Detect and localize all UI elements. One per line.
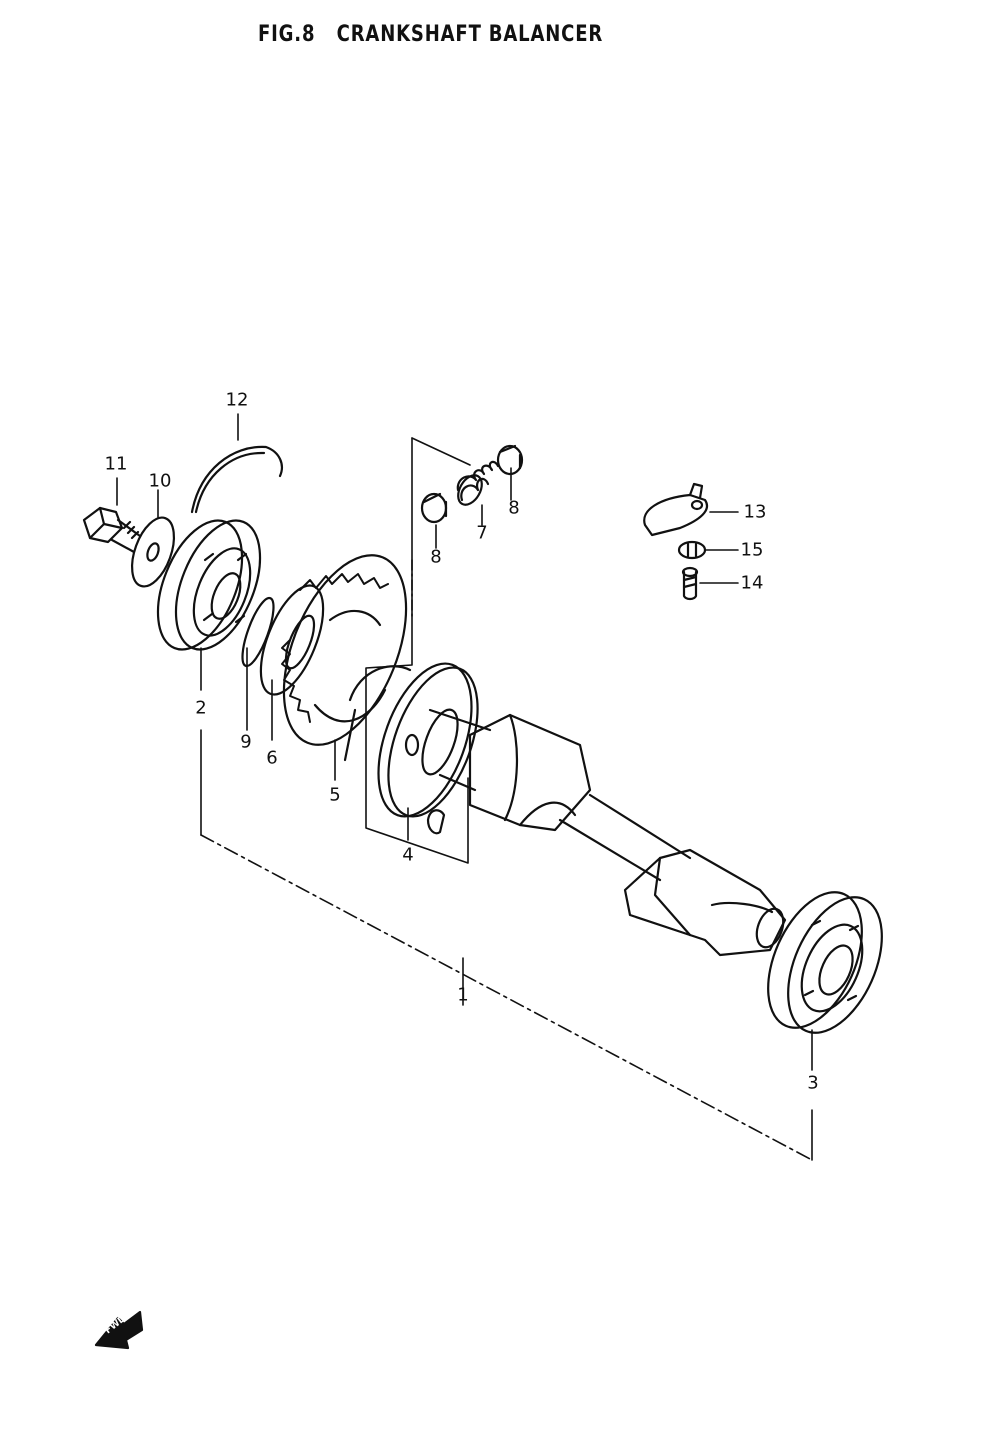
oil-plug-left-part xyxy=(420,492,448,524)
callout-8-right: 8 xyxy=(508,497,520,519)
screw-part xyxy=(681,566,699,601)
callout-2: 2 xyxy=(195,697,207,719)
balancer-shaft-part xyxy=(343,665,787,957)
lock-washer-part xyxy=(677,540,707,560)
bearing-left-part xyxy=(156,519,262,651)
callout-3: 3 xyxy=(807,1072,819,1094)
callout-10: 10 xyxy=(148,470,172,492)
balancer-gear-part xyxy=(281,554,408,746)
callout-7: 7 xyxy=(476,522,488,544)
oil-plug-right-part xyxy=(496,444,524,476)
callout-13: 13 xyxy=(743,501,767,523)
spring-part xyxy=(456,460,500,506)
front-direction-arrow-icon xyxy=(94,1310,144,1350)
figure-title: FIG.8 CRANKSHAFT BALANCER xyxy=(258,22,604,47)
callout-14: 14 xyxy=(740,572,764,594)
circlip-part xyxy=(190,445,283,514)
callout-8-left: 8 xyxy=(430,546,442,568)
bearing-right-part xyxy=(767,891,883,1034)
callout-5: 5 xyxy=(329,784,341,806)
callout-6: 6 xyxy=(266,747,278,769)
callout-15: 15 xyxy=(740,539,764,561)
spacer-disc-part xyxy=(377,662,479,818)
bolt-part xyxy=(82,506,142,554)
callout-9: 9 xyxy=(240,731,252,753)
callout-11: 11 xyxy=(104,453,128,475)
woodruff-key-part xyxy=(426,809,446,835)
washer-part xyxy=(130,516,176,588)
callout-1: 1 xyxy=(457,984,469,1006)
callout-4: 4 xyxy=(402,844,414,866)
retainer-plate-part xyxy=(643,482,708,537)
leader-lines xyxy=(116,413,813,1161)
callout-12: 12 xyxy=(225,389,249,411)
